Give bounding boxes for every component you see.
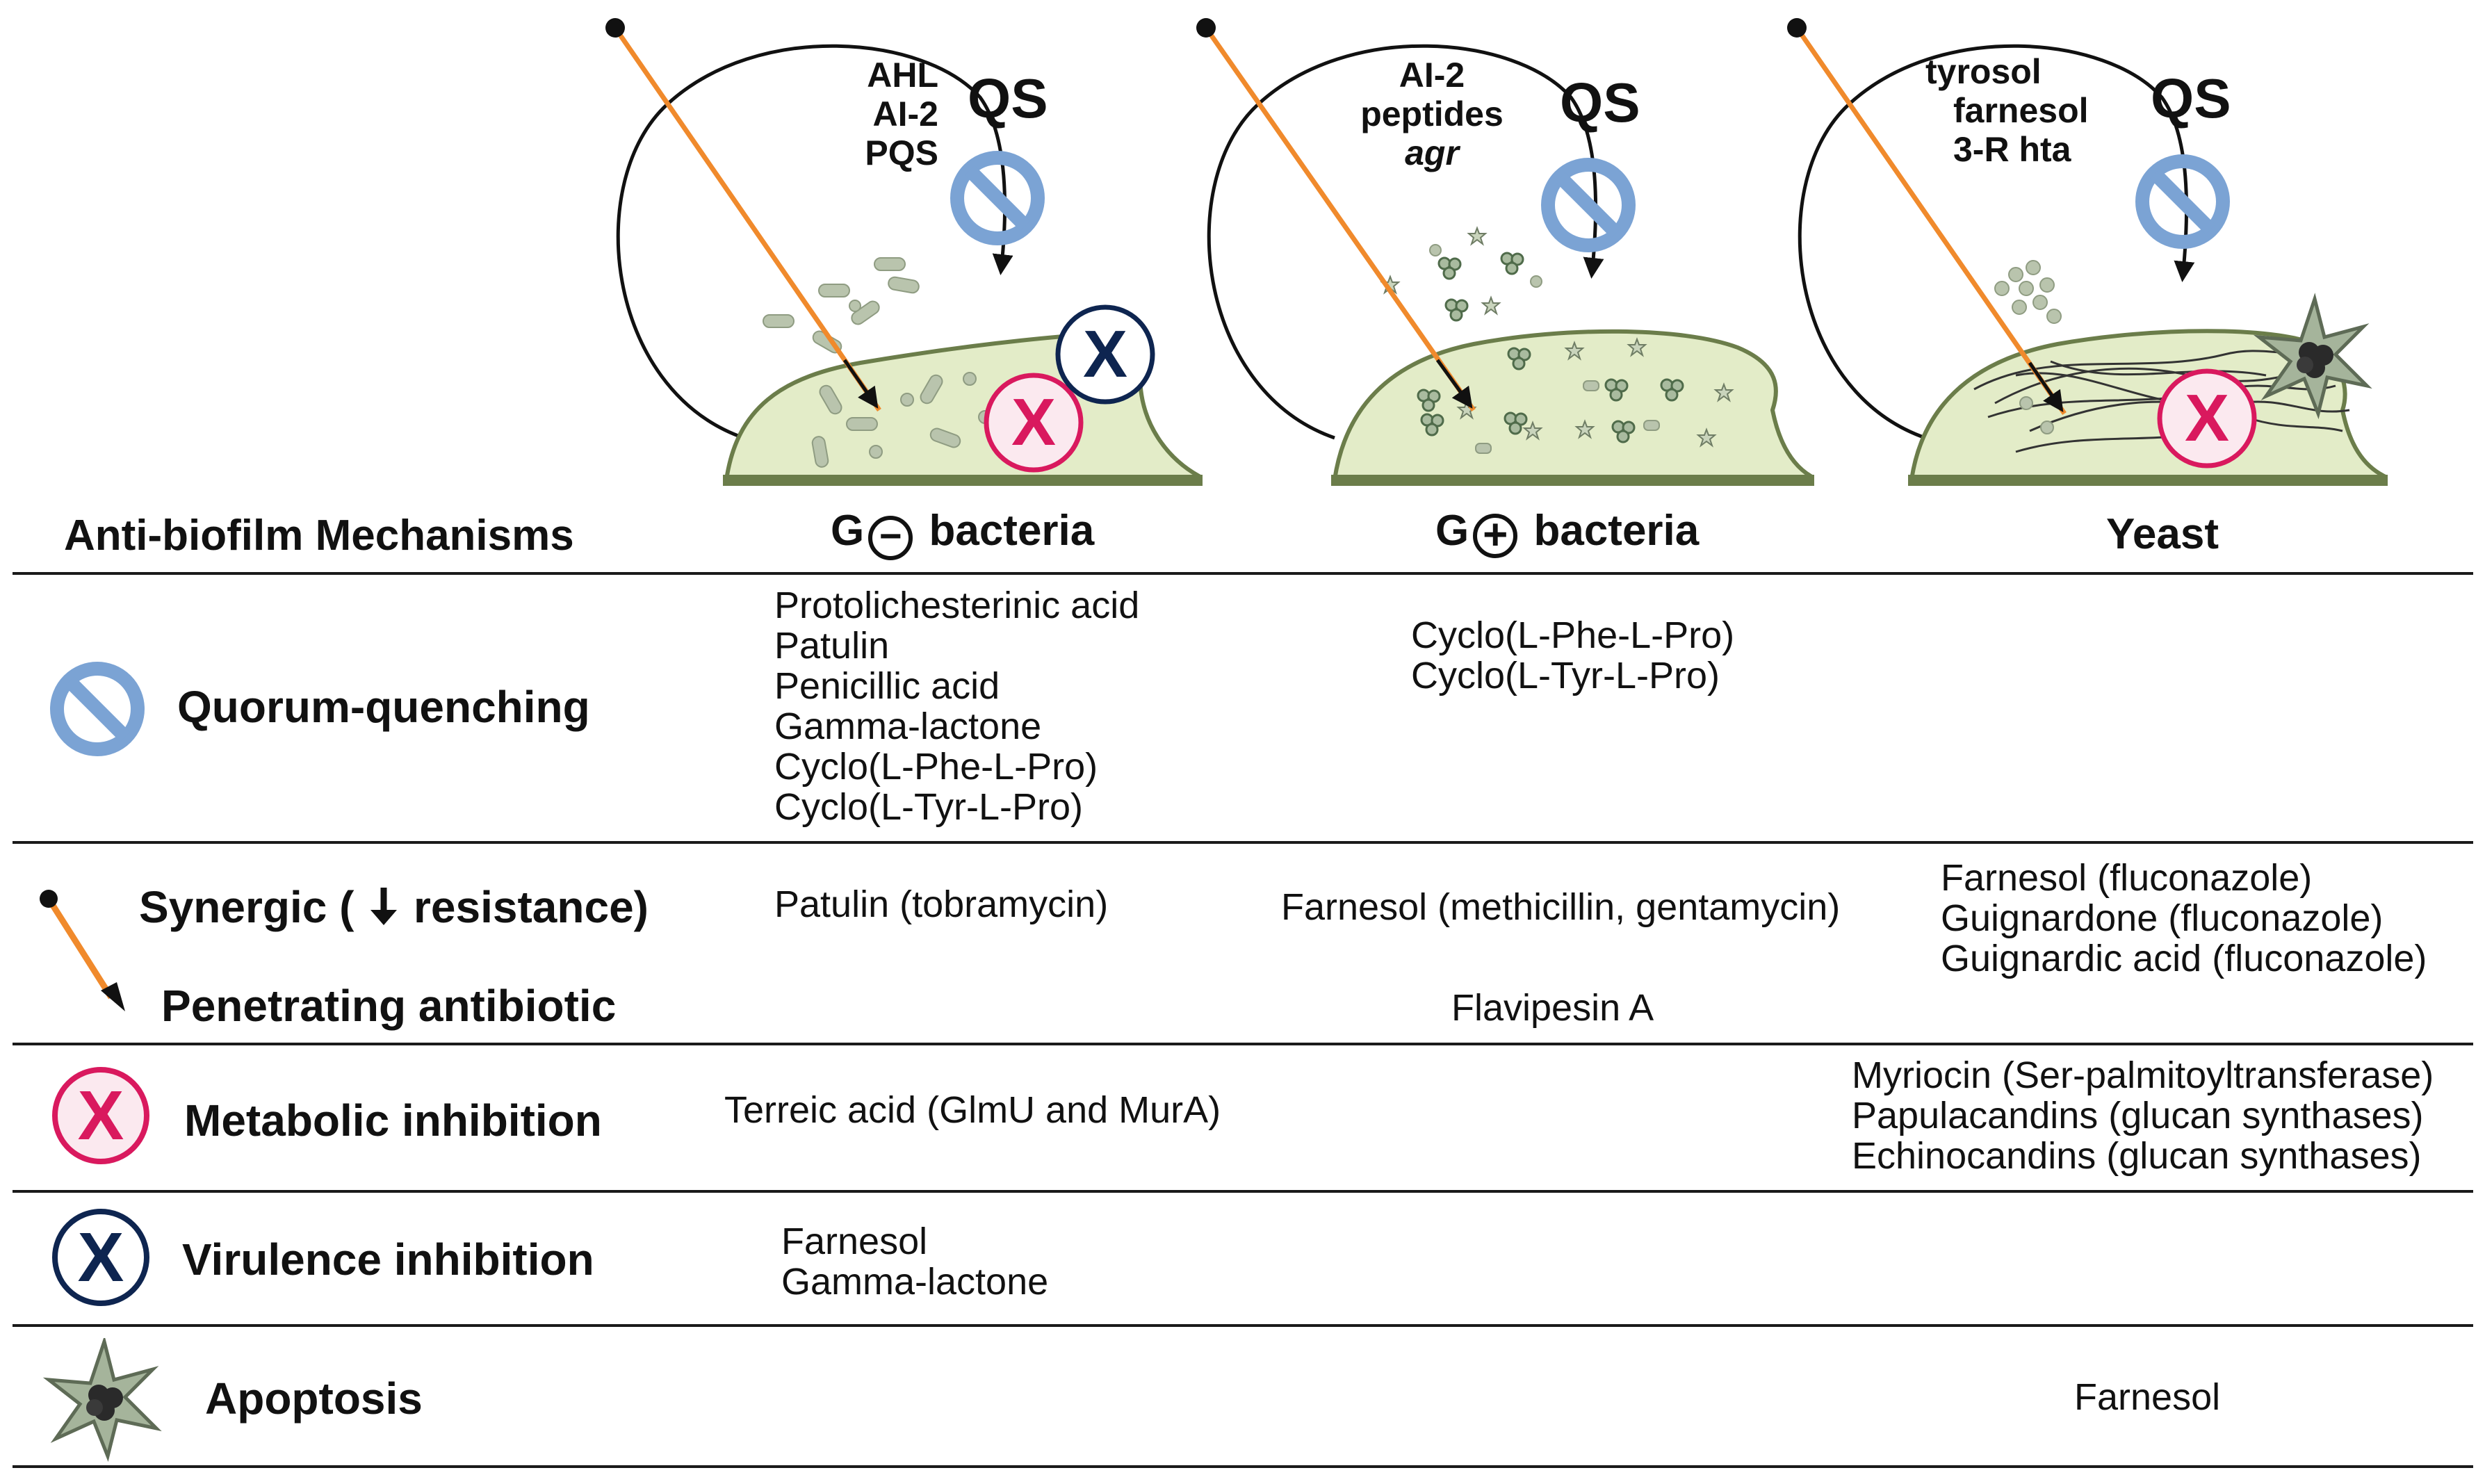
biofilm-mound [1909,329,2386,482]
header-mechanisms: Anti-biofilm Mechanisms [64,512,574,560]
row-divider [13,1190,2473,1193]
apoptosis-yeast: Farnesol [2074,1376,2221,1418]
down-arrow-icon [370,888,398,925]
surface-base [1908,475,2388,486]
svg-text:X: X [2185,381,2229,455]
header-yeast: Yeast [2106,510,2219,558]
synergic-gpos: Farnesol (methicillin, gentamycin) [1281,886,1841,928]
apoptotic-cell-icon [42,1338,162,1462]
svg-text:X: X [1011,385,1056,459]
antibiotic-arrow-icon [1795,26,2067,415]
svg-text:X: X [78,1218,124,1296]
gpos-qs-label: QS [1560,72,1640,133]
x-circle-navy-icon: X [1055,304,1155,405]
virulence-inhibition-label: Virulence inhibition [182,1234,594,1285]
qs-feedback-arc [1207,44,1604,440]
no-entry-icon [2142,161,2223,242]
metabolic-inhibition-label: Metabolic inhibition [184,1095,602,1145]
qs-feedback-arc [1798,44,2195,440]
x-circle-red-icon: X [984,373,1084,473]
row-divider [13,572,2473,575]
x-circle-red-icon: X [52,1067,149,1164]
antibiotic-arrow-icon [1204,26,1476,412]
surface-base [1331,475,1814,486]
svg-text:X: X [78,1077,124,1155]
no-entry-icon [50,662,145,756]
quorum-quenching-label: Quorum-quenching [177,682,590,732]
header-gpos: G+ bacteria [1435,507,1700,559]
metabolic-gneg: Terreic acid (GlmU and MurA) [724,1089,1221,1131]
penetrating-gpos: Flavipesin A [1451,987,1654,1029]
row-divider [13,1324,2473,1327]
surface-base [723,475,1203,486]
x-circle-red-icon: X [2157,368,2257,468]
no-entry-icon [957,158,1038,238]
x-circle-navy-icon: X [52,1209,149,1306]
synergic-gneg: Patulin (tobramycin) [774,883,1109,925]
row-divider [13,1043,2473,1045]
biofilm-mound [1332,329,1813,482]
row-divider [13,841,2473,844]
gneg-panel: X X [605,18,1203,486]
gpos-panel [1196,18,1814,486]
qs-feedback-arc [616,44,1013,440]
penetrating-antibiotic-label: Penetrating antibiotic [161,981,617,1031]
synergic-label: Synergic ( resistance) [139,882,649,932]
quorum-gpos-list: Cyclo(L-Phe-L-Pro)Cyclo(L-Tyr-L-Pro) [1411,614,1735,696]
svg-text:X: X [1083,317,1127,391]
apoptosis-label: Apoptosis [205,1373,423,1424]
header-gneg: G− bacteria [831,506,1094,560]
apoptotic-cell-icon [2253,293,2372,420]
yeast-panel: X [1787,18,2388,486]
antibiotic-arrow-icon [40,890,125,1011]
yeast-qs-label: QS [2151,67,2231,129]
row-divider [13,1465,2473,1468]
metabolic-yeast-list: Myriocin (Ser-palmitoyltransferase)Papul… [1852,1054,2434,1177]
gneg-qs-label: QS [968,67,1048,129]
antibiotic-arrow-icon [613,26,881,411]
synergic-yeast-list: Farnesol (fluconazole)Guignardone (fluco… [1941,857,2427,979]
no-entry-icon [1548,165,1629,245]
